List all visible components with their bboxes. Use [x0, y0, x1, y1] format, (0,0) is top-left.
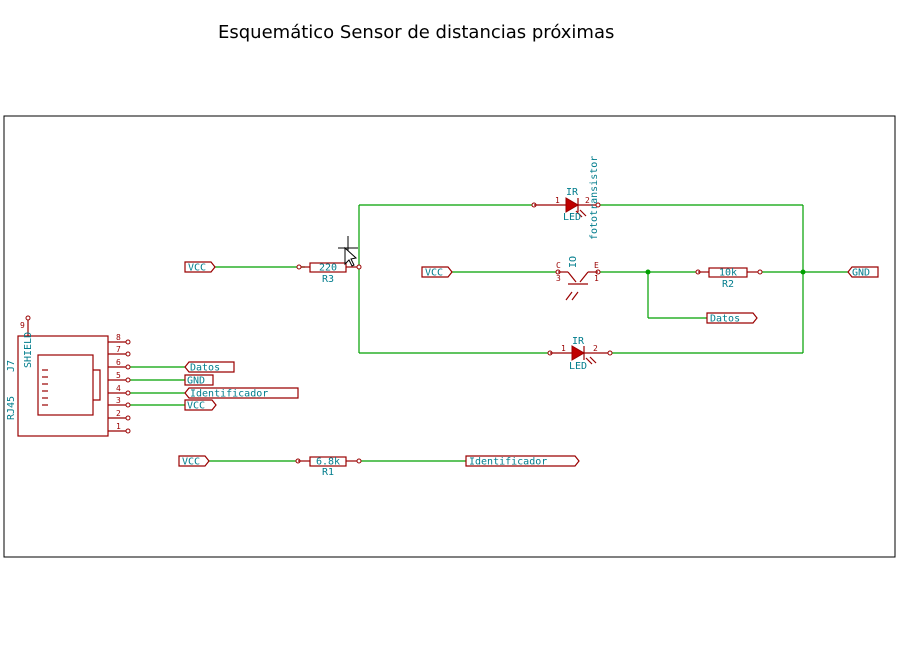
svg-text:Identificador: Identificador [469, 457, 547, 468]
q-pin-e: 1 [594, 274, 599, 283]
r1-value: 6.8k [316, 457, 340, 468]
r1-ref: R1 [322, 467, 334, 478]
led-top-ref: LED [563, 212, 581, 223]
rj45-pin-7: 7 [116, 345, 121, 354]
sheet-frame [3, 115, 896, 558]
svg-text:Identificador: Identificador [190, 389, 268, 400]
cursor-icon [338, 236, 358, 267]
phototransistor-ref: IO [568, 256, 579, 268]
resistor-r3[interactable]: 220 R3 [296, 262, 362, 286]
svg-text:VCC: VCC [425, 268, 443, 279]
led-bottom[interactable]: 1 2 IR LED [547, 336, 613, 372]
q-pin-e2: E [594, 261, 599, 270]
page-title: Esquemático Sensor de distancias próxima… [218, 22, 615, 43]
net-label-vcc-r3[interactable]: VCC [184, 261, 216, 274]
led-bottom-pin-k: 2 [593, 344, 598, 353]
r3-value: 220 [319, 263, 337, 274]
led-bottom-value: IR [572, 336, 585, 347]
led-top-pin-k: 2 [585, 196, 590, 205]
led-bottom-ref: LED [569, 361, 587, 372]
rj45-ref: J7 [6, 360, 17, 372]
led-top-pin-a: 1 [555, 196, 560, 205]
net-label-vcc-r1[interactable]: VCC [178, 455, 210, 468]
rj45-pin-3: 3 [116, 396, 121, 405]
rj45-pin-8: 8 [116, 333, 121, 342]
net-label-vcc-q[interactable]: VCC [421, 266, 453, 279]
phototransistor[interactable]: 3 1 C E IO fototransistor [555, 156, 601, 301]
led-bottom-pin-a: 1 [561, 344, 566, 353]
rj45-value: RJ45 [6, 396, 17, 420]
q-pin-b: C [556, 261, 561, 270]
net-label-gnd-rj45[interactable]: GND [184, 374, 214, 387]
rj45-pin-5: 5 [116, 371, 121, 380]
r2-value: 10k [719, 268, 737, 279]
phototransistor-value: fototransistor [589, 156, 600, 240]
rj45-pin-9: 9 [20, 321, 25, 330]
svg-text:VCC: VCC [187, 401, 205, 412]
rj45-pin-2: 2 [116, 409, 121, 418]
net-label-datos-right[interactable]: Datos [706, 312, 758, 325]
rj45-shield-label: SHIELD [23, 332, 34, 368]
rj45-pin-6: 6 [116, 358, 121, 367]
rj45-pins: 8 7 6 5 4 3 2 1 [108, 333, 131, 434]
resistor-r1[interactable]: 6.8k R1 [295, 456, 362, 479]
r3-ref: R3 [322, 274, 334, 285]
net-label-identificador-r1[interactable]: Identificador [465, 455, 580, 468]
svg-text:Datos: Datos [190, 363, 220, 374]
net-label-datos-rj45[interactable]: Datos [184, 361, 235, 374]
r2-ref: R2 [722, 279, 734, 290]
svg-text:Datos: Datos [710, 314, 740, 325]
led-top-value: IR [566, 187, 579, 198]
resistor-r2[interactable]: 10k R2 [695, 267, 763, 291]
wires [128, 204, 848, 462]
rj45-pin-4: 4 [116, 384, 121, 393]
net-label-vcc-rj45[interactable]: VCC [184, 399, 217, 412]
net-label-gnd-right[interactable]: GND [847, 266, 879, 279]
net-label-identificador-rj45[interactable]: Identificador [184, 387, 299, 400]
svg-text:GND: GND [187, 376, 205, 387]
rj45-pin-1: 1 [116, 422, 121, 431]
led-top[interactable]: 1 2 IR LED [531, 187, 601, 223]
svg-text:GND: GND [852, 268, 870, 279]
q-pin-c: 3 [556, 274, 561, 283]
connector-rj45[interactable]: 9 SHIELD J7 RJ45 8 7 6 5 4 3 2 1 [6, 315, 131, 437]
svg-text:VCC: VCC [182, 457, 200, 468]
svg-text:VCC: VCC [188, 263, 206, 274]
